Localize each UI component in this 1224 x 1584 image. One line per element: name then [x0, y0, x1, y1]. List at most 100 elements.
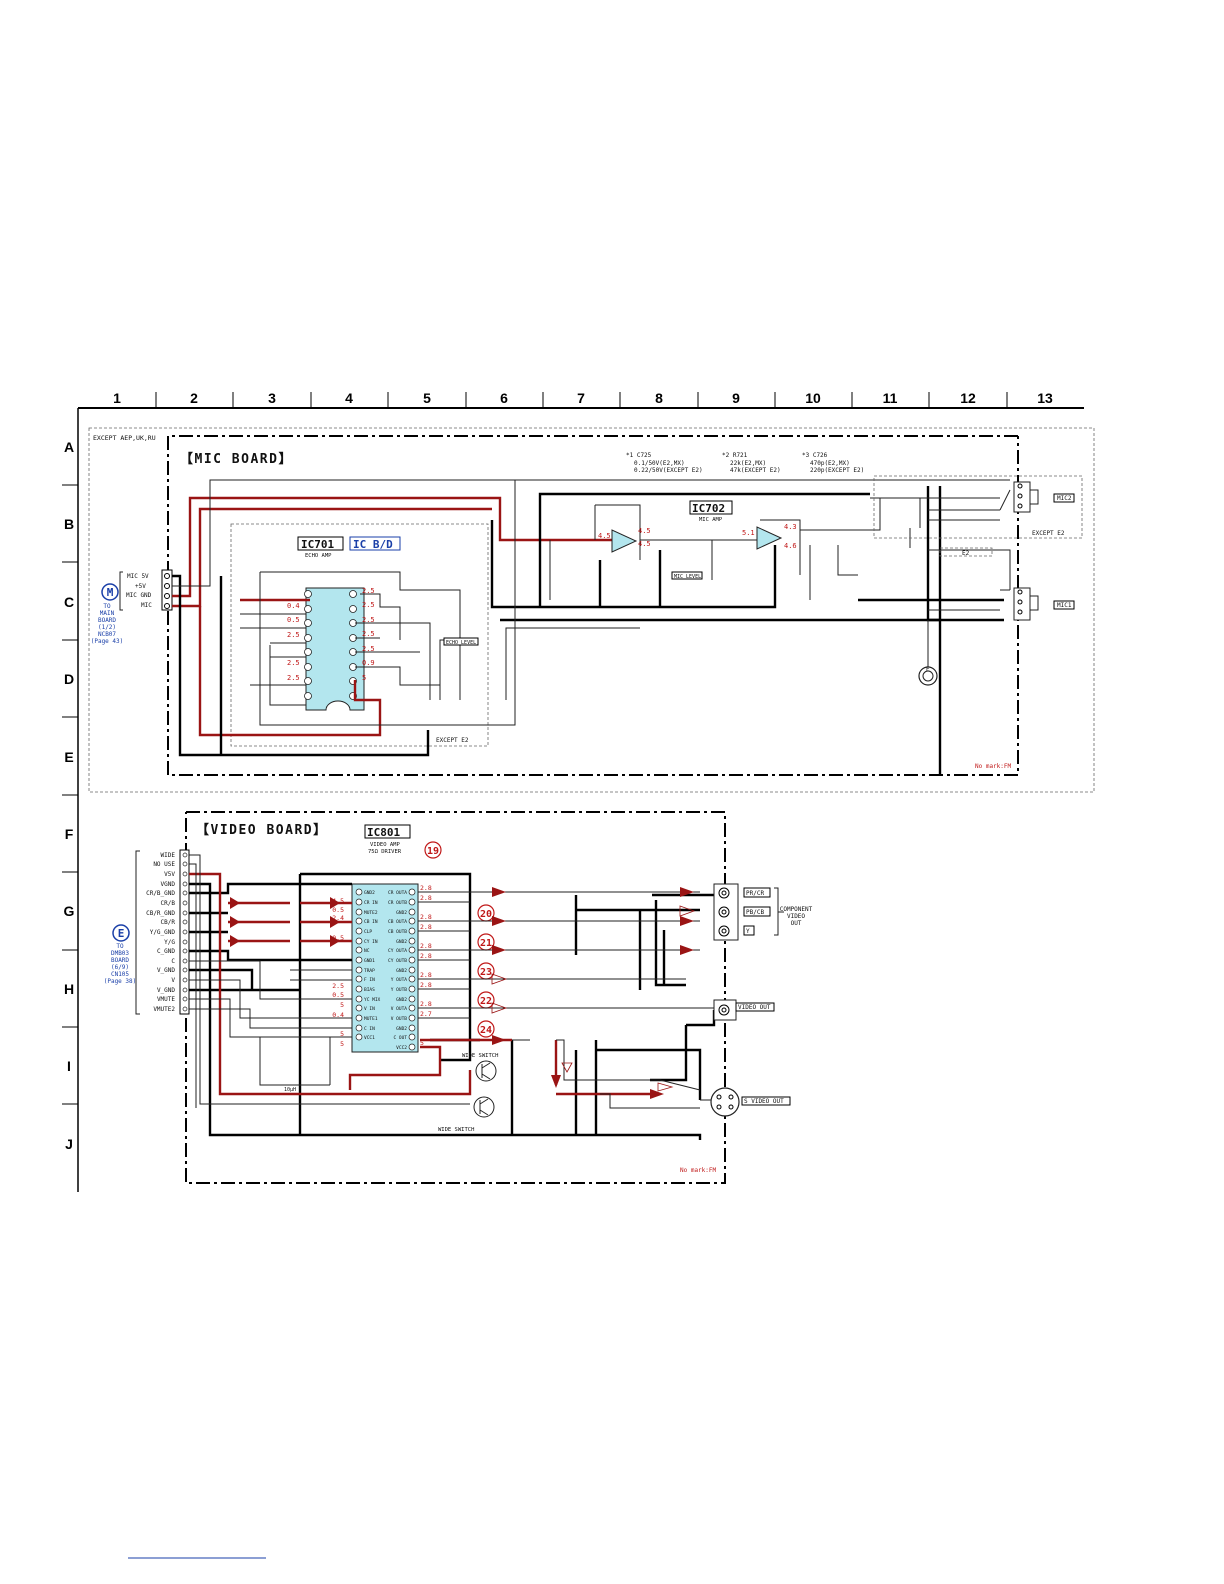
waveform-number: 21 — [480, 938, 492, 949]
main-board-connector-icon — [101, 583, 119, 601]
ic801-volt: 4.5 — [332, 897, 344, 905]
ic702-sub: MIC AMP — [699, 517, 723, 523]
col-label: 7 — [577, 390, 585, 406]
connector-letter-e: E — [118, 927, 125, 940]
video-pin: C — [171, 958, 175, 965]
note-c726-val2: 220p(EXCEPT E2) — [810, 467, 864, 474]
out-label: PB/CB — [746, 909, 764, 916]
row-label: C — [64, 594, 74, 610]
waveform-number: 23 — [480, 967, 492, 978]
note-c726: *3 C726 — [802, 452, 828, 459]
row-label: J — [65, 1136, 73, 1152]
to-board-line: CN105 — [111, 971, 129, 978]
out-label: PR/CR — [746, 890, 764, 897]
video-pin: VGND — [161, 881, 176, 888]
ic801-volt: 0.5 — [332, 991, 344, 999]
mic1-label: MIC1 — [1057, 602, 1072, 609]
note-c725: *1 C725 — [626, 452, 652, 459]
ic801-pin: VCC2 — [396, 1045, 407, 1051]
pin-mic: MIC — [141, 602, 152, 609]
to-main-line: NCB07 — [98, 631, 116, 638]
video-pin: V5V — [164, 871, 175, 878]
row-label: F — [65, 826, 74, 842]
waveform-number: 19 — [427, 846, 439, 857]
video-no-mark: No mark:FM — [680, 1167, 717, 1174]
col-label: 9 — [732, 390, 740, 406]
mic-board: EXCEPT AEP,UK,RU 【MIC BOARD】 *1 C725 0.1… — [88, 427, 1095, 793]
pin-5v: +5V — [135, 583, 146, 590]
ground-letter: E — [926, 666, 930, 673]
col-label: 3 — [268, 390, 276, 406]
waveform-markers: 19 20 21 23 22 24 — [424, 841, 495, 1038]
col-label: 2 — [190, 390, 198, 406]
component-out-line: COMPONENT — [780, 906, 813, 913]
ic801-pin: GND2 — [396, 968, 407, 974]
waveform-number: 22 — [480, 996, 492, 1007]
video-out-label: VIDEO OUT — [738, 1004, 771, 1011]
mic2-label: MIC2 — [1057, 495, 1072, 502]
ic701-label: IC701 — [301, 538, 334, 551]
to-board-line: TO — [116, 943, 124, 950]
ic801-pin: TRAP — [364, 968, 375, 974]
note-c725-val2: 0.22/50V(EXCEPT E2) — [634, 467, 703, 474]
ic801-pin: BIAS — [364, 987, 375, 993]
ic801-volt: 2.8 — [420, 971, 432, 979]
transistor-icon — [473, 1096, 495, 1118]
ic801-pin: Y OUTA — [391, 977, 408, 983]
row-label: I — [67, 1058, 71, 1074]
note-r721: *2 R721 — [722, 452, 748, 459]
except-e2-right: EXCEPT E2 — [1032, 530, 1065, 537]
video-pin: C_GND — [157, 948, 175, 955]
mic-amp-volt: 4.5 — [598, 532, 611, 540]
ic801-volt: 2.8 — [420, 1000, 432, 1008]
video-board-title: 【VIDEO BOARD】 — [196, 822, 328, 838]
waveform-number: 20 — [480, 909, 492, 920]
video-pin: V_GND — [157, 967, 175, 974]
mic-amp-volt: 4.5 — [638, 540, 651, 548]
mic-amp-volt: 5.1 — [742, 529, 755, 537]
ic801-volt: 0.5 — [332, 906, 344, 914]
ic801-pin: CY OUTB — [388, 958, 407, 964]
wide-switch-top: WIDE SWITCH — [462, 1053, 498, 1059]
col-label: 6 — [500, 390, 508, 406]
except-e2-label: EXCEPT E2 — [436, 737, 469, 744]
ic801-pin: GND2 — [396, 939, 407, 945]
mic-level-label: MIC LEVEL — [674, 574, 701, 580]
waveform-number: 24 — [480, 1025, 492, 1036]
ic801-pin: F IN — [364, 977, 375, 983]
to-board-line: (Page 38) — [104, 978, 137, 985]
ic701-volt: 0.4 — [287, 602, 300, 610]
ic801-volt: 2.5 — [332, 982, 344, 990]
grid-frame: 1 2 3 4 5 6 7 8 9 10 11 12 13 A B C D E … — [62, 390, 1084, 1192]
ic801-volt: 5 — [420, 1039, 424, 1047]
row-label: D — [64, 671, 74, 687]
row-label: H — [64, 981, 74, 997]
ic801-label: IC801 — [367, 826, 400, 839]
ic801-pin: GND2 — [396, 997, 407, 1003]
row-label: B — [64, 516, 74, 532]
mic-board-title: 【MIC BOARD】 — [180, 451, 293, 467]
ic801-pin: VCC1 — [364, 1035, 375, 1041]
connector-letter-m: M — [107, 586, 114, 599]
ic801-pin: MUTE1 — [364, 1016, 378, 1022]
row-label: A — [64, 439, 74, 455]
video-pin: NO USE — [153, 861, 175, 868]
ic801-pin: GND2 — [364, 890, 375, 896]
video-pin: Y/G_GND — [150, 929, 176, 936]
row-label: E — [64, 749, 73, 765]
ic801-pin: C OUT — [393, 1035, 407, 1041]
ic801-volt: 2.8 — [420, 952, 432, 960]
mic-no-mark: No mark:FM — [975, 763, 1012, 770]
ic701-volt: 2.5 — [362, 630, 375, 638]
wide-switch-bottom: WIDE SWITCH — [438, 1127, 474, 1133]
ic801-volt: 5 — [340, 1040, 344, 1048]
component-out-line: VIDEO — [787, 913, 805, 920]
ic701-volt: 2.5 — [287, 631, 300, 639]
s-video-jack-icon — [710, 1087, 740, 1117]
video-out-jack-icon — [713, 999, 737, 1021]
ic801-pin: CB OUTA — [388, 919, 407, 925]
ic-bd-label: IC B/D — [353, 538, 393, 551]
note-c725-val1: 0.1/50V(E2,MX) — [634, 460, 685, 467]
video-pin: VMUTE — [157, 996, 175, 1003]
ic701-volt: 2.5 — [362, 601, 375, 609]
